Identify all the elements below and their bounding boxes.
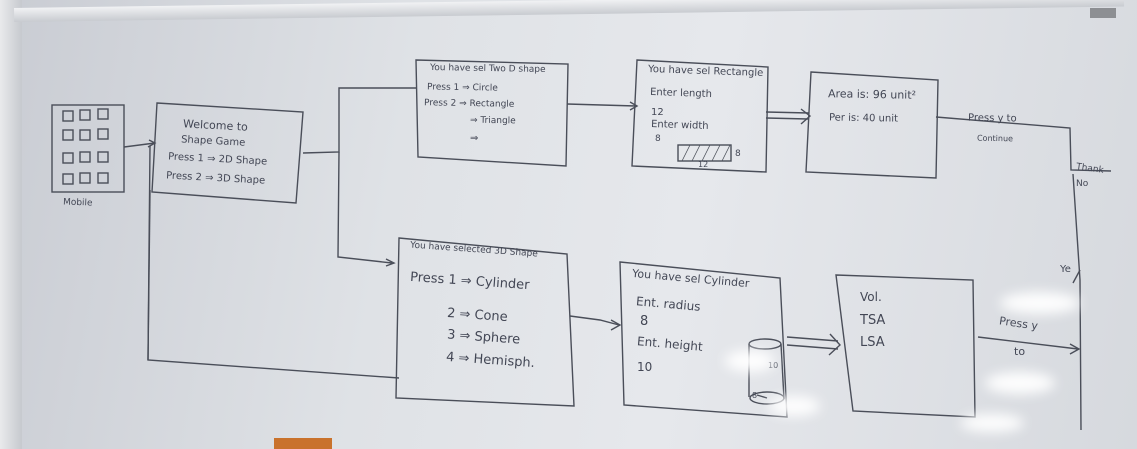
glare-spot [768, 396, 820, 416]
mobile-app-icons [62, 108, 109, 185]
rectangle-base-label: 12 [698, 160, 709, 169]
rectangle-sketch [677, 144, 732, 162]
two-d-option-triangle: ⇒ Triangle [469, 115, 516, 127]
welcome-box [151, 102, 304, 204]
glare-spot [960, 414, 1024, 432]
rectangle-enter-length: Enter length [649, 86, 713, 101]
press-y-line2: to [1014, 345, 1026, 358]
mobile-label: Mobile [62, 197, 93, 209]
continue-line1: Press y to [967, 112, 1017, 125]
two-d-box [415, 59, 569, 167]
two-d-option-rectangle: Press 2 ⇒ Rectangle [423, 98, 515, 110]
board-corner-clip [1090, 8, 1116, 18]
glare-spot [1000, 292, 1080, 314]
cylinder-box [619, 261, 788, 418]
board-marker-tray [274, 438, 332, 449]
thank-line2: No [1076, 179, 1089, 189]
glare-spot [725, 350, 775, 372]
three-d-option-cone: 2 ⇒ Cone [446, 305, 509, 326]
rectangle-length-value: 12 [651, 107, 664, 118]
perimeter-text: Per is: 40 unit [828, 112, 899, 125]
rectangle-hatching [681, 144, 731, 162]
two-d-option-more: ⇒ [470, 133, 479, 144]
board-frame-left [0, 0, 22, 449]
three-d-box [395, 237, 575, 407]
yes-label: Ye [1060, 264, 1071, 275]
rectangle-side-label: 8 [735, 149, 741, 159]
mobile-box [51, 104, 125, 193]
result-tsa: TSA [860, 313, 886, 328]
connector-lines [123, 87, 1112, 431]
rectangle-enter-width: Enter width [650, 118, 709, 133]
welcome-line1: Welcome to [182, 117, 249, 134]
glare-spot [985, 372, 1055, 394]
cylinder-radius-dim: 8 [752, 391, 758, 400]
results-3d-box [835, 274, 976, 418]
area-box [805, 71, 939, 179]
result-volume: Vol. [860, 290, 882, 304]
cylinder-height-dim: 10 [768, 361, 779, 370]
rectangle-width-value: 8 [655, 134, 661, 144]
area-text: Area is: 96 unit² [827, 87, 917, 102]
two-d-option-circle: Press 1 ⇒ Circle [426, 82, 498, 94]
rectangle-box [631, 59, 769, 173]
cylinder-radius-value: 8 [640, 314, 649, 329]
continue-line2: Continue [976, 133, 1014, 144]
cylinder-height-value: 10 [637, 360, 653, 374]
result-lsa: LSA [860, 335, 885, 350]
